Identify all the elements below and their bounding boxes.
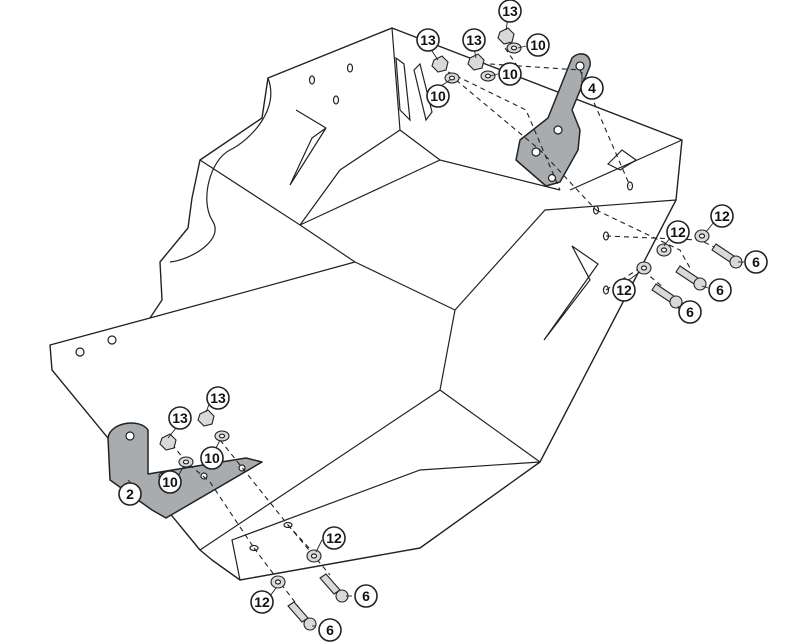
callout-12-b: 12: [710, 204, 734, 228]
callout-6-a: 6: [744, 250, 768, 274]
callout-label: 10: [430, 88, 446, 104]
nut-13: [431, 55, 449, 73]
callout-label: 12: [616, 282, 632, 298]
callout-label: 13: [502, 3, 518, 19]
hardware: [159, 27, 743, 631]
callout-label: 12: [714, 208, 730, 224]
callout-label: 10: [530, 37, 546, 53]
callout-12-a: 12: [666, 220, 690, 244]
callout-10-c: 10: [526, 33, 550, 57]
callout-label: 13: [466, 32, 482, 48]
bracket-2: [107, 422, 263, 519]
callout-6-d: 6: [354, 584, 378, 608]
callout-label: 10: [502, 66, 518, 82]
callout-label: 13: [172, 410, 188, 426]
nut-13: [497, 27, 515, 45]
callout-4: 4: [580, 76, 604, 100]
callout-12-e: 12: [250, 590, 274, 614]
callout-13-a: 13: [416, 28, 440, 52]
callout-13-b: 13: [462, 28, 486, 52]
callout-label: 10: [204, 450, 220, 466]
callout-13-d: 13: [168, 406, 192, 430]
nut-13: [197, 409, 215, 427]
callout-label: 12: [326, 530, 342, 546]
callout-label: 13: [420, 32, 436, 48]
callout-label: 6: [326, 622, 334, 638]
callout-10-a: 10: [426, 84, 450, 108]
callout-10-b: 10: [498, 62, 522, 86]
callout-label: 4: [588, 80, 596, 96]
nut-13: [467, 53, 485, 71]
callout-label: 6: [752, 254, 760, 270]
callout-12-c: 12: [612, 278, 636, 302]
callout-2: 2: [118, 482, 142, 506]
callout-label: 6: [686, 304, 694, 320]
callout-10-e: 10: [200, 446, 224, 470]
callout-label: 10: [162, 474, 178, 490]
callout-13-c: 13: [498, 0, 522, 23]
callout-6-e: 6: [318, 618, 342, 642]
callout-12-d: 12: [322, 526, 346, 550]
callout-10-d: 10: [158, 470, 182, 494]
callout-label: 6: [716, 282, 724, 298]
nut-13: [159, 433, 177, 451]
callout-6-c: 6: [678, 300, 702, 324]
callout-label: 12: [670, 224, 686, 240]
callout-label: 6: [362, 588, 370, 604]
callout-6-b: 6: [708, 278, 732, 302]
callout-label: 12: [254, 594, 270, 610]
bracket-4: [515, 53, 591, 187]
callout-label: 2: [126, 486, 134, 502]
callout-label: 13: [210, 390, 226, 406]
assembly-lines: [171, 47, 721, 607]
callout-13-e: 13: [206, 386, 230, 410]
